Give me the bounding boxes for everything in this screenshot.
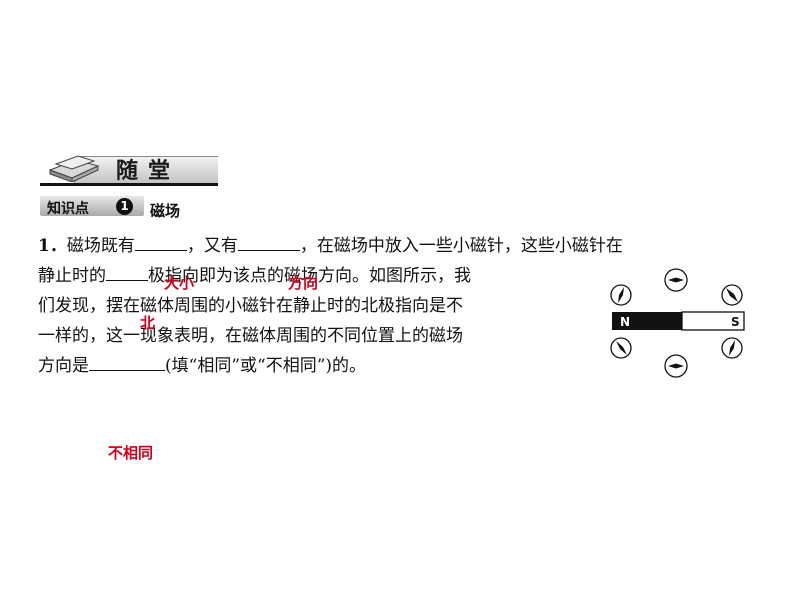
- section-title: 随堂: [116, 159, 181, 184]
- answer-blank-2: 方向: [288, 274, 319, 292]
- blank-1: [134, 233, 187, 251]
- compass-icon: [610, 284, 632, 306]
- question-line-2: 静止时的极指向即为该点的磁场方向。如图所示，我: [38, 261, 471, 286]
- magnet-south-label: S: [731, 315, 740, 329]
- blank-3: [106, 263, 148, 281]
- answer-blank-3: 北: [140, 314, 156, 332]
- blank-2: [237, 233, 300, 251]
- knowledge-point-number: 1: [116, 198, 133, 215]
- compass-icon: [664, 354, 688, 378]
- answer-blank-1: 大小: [164, 274, 195, 292]
- section-banner: 随堂: [40, 150, 218, 186]
- banner-rule: [40, 183, 218, 186]
- book-stack-icon: [48, 155, 100, 182]
- magnet-north-label: N: [620, 315, 630, 329]
- bar-magnet-compass-diagram: N S: [610, 268, 745, 378]
- question-line-1: 1．磁场既有，又有，在磁场中放入一些小磁针，这些小磁针在: [38, 231, 623, 256]
- question-line-4: 一样的，这一现象表明，在磁体周围的不同位置上的磁场: [38, 326, 463, 346]
- compass-icon: [610, 337, 632, 359]
- answer-blank-4: 不相同: [108, 444, 154, 462]
- knowledge-point-topic: 磁场: [150, 202, 181, 220]
- compass-icon: [721, 337, 743, 359]
- compass-icon: [664, 268, 688, 292]
- question-line-3: 们发现，摆在磁体周围的小磁针在静止时的北极指向是不: [38, 296, 463, 316]
- compass-icon: [721, 284, 743, 306]
- knowledge-point-label: 知识点: [47, 201, 89, 217]
- banner-plate: [74, 156, 218, 186]
- question-number: 1．: [38, 236, 67, 256]
- blank-4: [89, 353, 165, 371]
- question-line-5: 方向是(填“相同”或“不相同”)的。: [38, 351, 366, 376]
